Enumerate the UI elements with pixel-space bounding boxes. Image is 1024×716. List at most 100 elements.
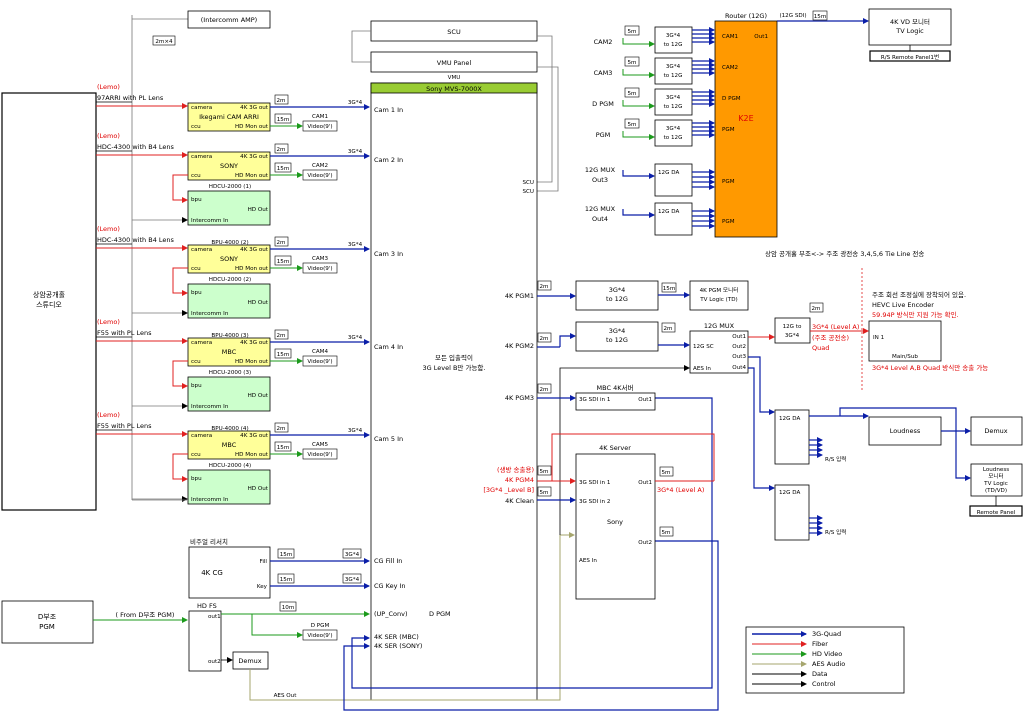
pgm2-cable2: 2m — [663, 326, 672, 332]
pgm2-conv-l1: 3G*4 — [609, 327, 626, 335]
switcher-header — [370, 82, 538, 94]
cam-2-intercomm-port: Intercomm In — [191, 218, 229, 224]
switcher-scu-port-2: SCU — [522, 189, 534, 195]
server4k-level-a: 3G*4 (Level A) — [657, 486, 704, 494]
vmu-label: VMU — [448, 75, 461, 81]
cam-5-ccu-box — [187, 469, 271, 505]
router-in-4-line — [622, 131, 655, 140]
cam-4-intercomm-port: Intercomm In — [191, 404, 229, 410]
cam-5-hdmon-port: HD Mon out — [235, 452, 269, 458]
cam-4-bpu-port: bpu — [191, 383, 202, 389]
legend-box — [745, 626, 905, 694]
router-in-1-cable: 5m — [627, 29, 636, 35]
vd-monitor-label-2: TV Logic — [895, 27, 924, 35]
mux-box — [689, 330, 749, 374]
cam-4-monitor: Video(9') — [307, 359, 332, 365]
legend-label-6: Control — [812, 680, 836, 688]
cam-3-name: SONY — [220, 255, 238, 263]
router-in-3-conv-l2: to 12G — [664, 104, 683, 110]
mux-out-1-da-box — [654, 163, 693, 197]
da-to-loudmon-line — [839, 407, 971, 481]
server4k-out2: Out2 — [638, 540, 652, 546]
mux-out-2-da-box — [654, 202, 693, 236]
hevc-in1: IN 1 — [873, 335, 885, 341]
cam-1-monitor: Video(9') — [307, 124, 332, 130]
pgm2-to-conv-line — [559, 333, 576, 347]
cam-4-name: MBC — [222, 348, 237, 356]
da-rs-1: R/S 입력 — [825, 455, 846, 463]
cam-3-cable-15m: 15m — [277, 259, 290, 265]
cg-key-sig-label — [342, 573, 362, 584]
router-port-cam2: CAM2 — [722, 65, 738, 71]
cam-5-mon-label: CAM5 — [312, 442, 329, 448]
cam-2-monitor: Video(9') — [307, 173, 332, 179]
legend-label-4: AES Audio — [812, 660, 845, 668]
cam-5-3g-port: 4K 3G out — [240, 433, 269, 439]
server-cable-2: 5m — [539, 490, 548, 496]
cam-4-camera-port: camera — [191, 340, 212, 346]
router-in-2-label: CAM3 — [594, 69, 613, 77]
cam-5-name: MBC — [222, 441, 237, 449]
cam-5-bpu: BPU-4000 (4) — [211, 426, 248, 432]
cam-4-monitor-box — [302, 355, 338, 367]
intercomm-cable-text: 2m×4 — [155, 39, 173, 45]
cam-5-bpu-port: bpu — [191, 476, 202, 482]
cam-3-bpu-port: bpu — [191, 290, 202, 296]
mux-out1: Out1 — [732, 334, 746, 340]
cam-2-3g-port: 4K 3G out — [240, 154, 269, 160]
cam-4-sig: 3G*4 — [348, 335, 363, 341]
aes-out-line — [249, 532, 575, 701]
aes-out-label: AES Out — [274, 693, 298, 699]
cg-box — [188, 546, 271, 599]
switcher-input-upconv: (UP_Conv) — [374, 610, 407, 618]
server-cable-3-label — [659, 466, 674, 477]
cam-4-hdout-port: HD Out — [248, 393, 269, 399]
pgm-monitor-l1: 4K PGM 모니터 — [700, 286, 739, 294]
dsub-label-2: PGM — [39, 623, 55, 631]
mux-out-2-da-label: 12G DA — [658, 209, 679, 215]
cam-3-monitor-box — [302, 262, 338, 274]
cam-2-ccu-link — [172, 174, 188, 203]
hevc-jujo: (주조 공전송) — [812, 333, 849, 342]
cg-key-cable-label — [277, 573, 295, 584]
cam-5-lemo: (Lemo) — [97, 411, 120, 419]
switcher-title: Sony MVS-7000X — [426, 85, 482, 93]
cam-1-hdmon-port: HD Mon out — [235, 124, 269, 130]
switcher-scu-link-1 — [537, 35, 553, 183]
switcher-input-cam5: Cam 5 In — [374, 435, 403, 443]
pgm2-cable: 2m — [539, 336, 548, 342]
cam-1-lemo: (Lemo) — [97, 83, 120, 91]
cg-name: 4K CG — [201, 569, 223, 577]
cam-1-monitor-box — [302, 120, 338, 132]
cg-key-sig: 3G*4 — [345, 577, 360, 583]
pgm1-conv-l1: 3G*4 — [609, 286, 626, 294]
server-cable-4: 5m — [661, 530, 670, 536]
loudness-label: Loudness — [890, 427, 921, 435]
hevc-note-3: 3G*4 Level A,B Quad 방식만 송출 가능 — [872, 363, 988, 372]
hdfs-out1: out1 — [208, 614, 221, 620]
cg-fill-sig-label — [342, 548, 362, 559]
router-cable-label — [812, 10, 828, 21]
cam-1-mon-label: CAM1 — [312, 114, 329, 120]
scu-link — [351, 30, 371, 63]
hdfs-monitor-label: Video(9') — [307, 633, 332, 639]
router-in-3-cable: 5m — [627, 91, 636, 97]
g12to3g-l1: 12G to — [783, 324, 802, 330]
g12to3g-cable-label — [809, 302, 824, 313]
cam-2-ccu-port: ccu — [191, 173, 201, 179]
da-label-1: 12G DA — [779, 416, 800, 422]
mux-out-1-line — [622, 170, 655, 179]
hdfs-out2: out2 — [208, 659, 221, 665]
cam-2-sig: 3G*4 — [348, 149, 363, 155]
router-in-3-line — [622, 100, 655, 109]
mbc-server-box — [575, 392, 656, 411]
mux-out4-line — [748, 367, 775, 491]
g12to3g-l2: 3G*4 — [785, 333, 800, 339]
switcher-dpgm-label: D PGM — [429, 610, 451, 618]
cam-2-type: HDC-4300 with B4 Lens — [97, 143, 175, 151]
cam-3-ccu-box — [187, 283, 271, 319]
da-label-2: 12G DA — [779, 490, 800, 496]
switcher-pgm3: 4K PGM3 — [505, 394, 534, 402]
router-cable: 15m — [814, 14, 827, 20]
switcher-input-cg-key: CG Key In — [374, 582, 406, 590]
